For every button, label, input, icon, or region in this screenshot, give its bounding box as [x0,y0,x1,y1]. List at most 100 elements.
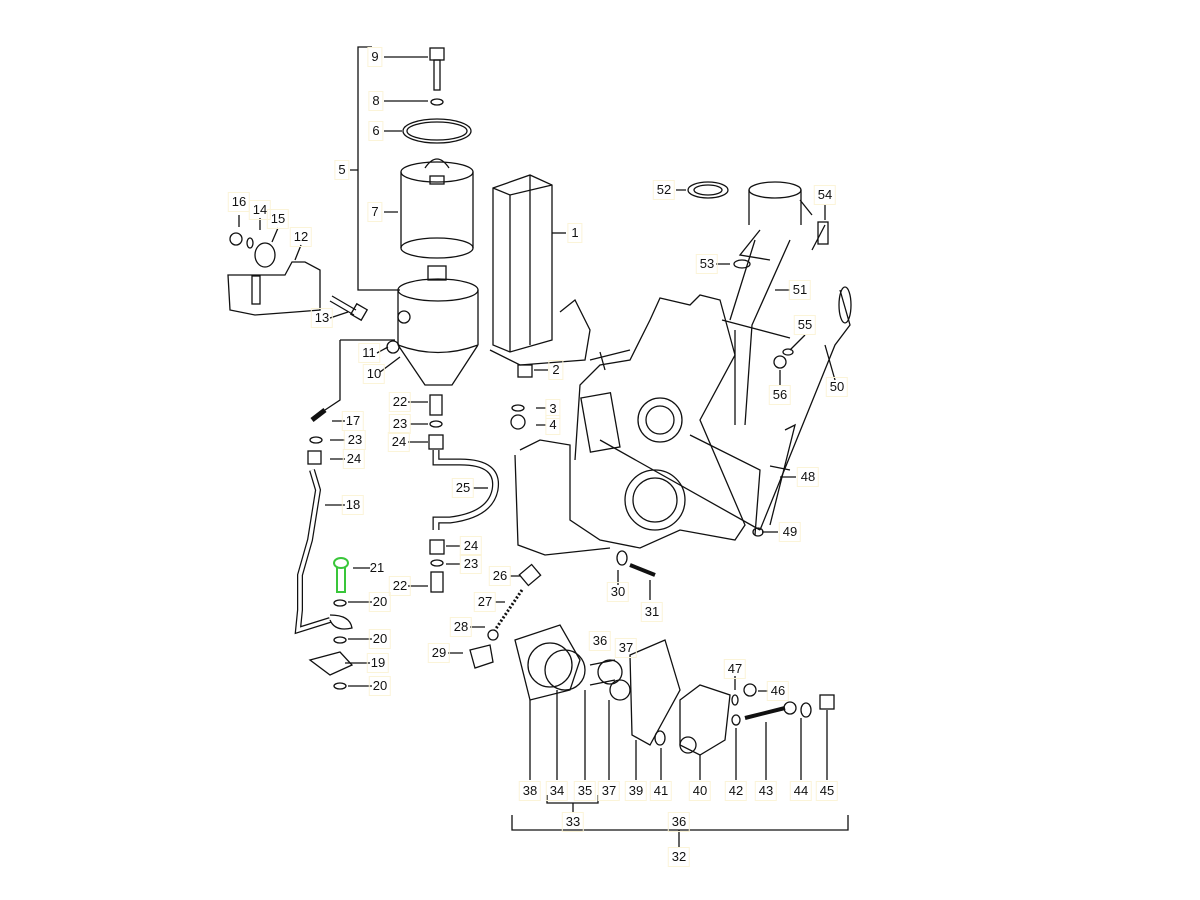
callout-47[interactable]: 47 [723,659,747,679]
callout-54[interactable]: 54 [813,185,837,205]
gasket-part-53 [733,259,751,269]
callout-55[interactable]: 55 [793,315,817,335]
callout-30[interactable]: 30 [606,582,630,602]
nut-part-4 [510,414,526,430]
callout-10[interactable]: 10 [362,364,386,384]
callout-17[interactable]: 17 [341,411,365,431]
callout-34[interactable]: 34 [545,781,569,801]
screw-part-43 [744,706,786,720]
callout-25[interactable]: 25 [451,478,475,498]
bolt-part-13 [329,295,357,316]
washer-part-14 [246,237,254,249]
callout-35[interactable]: 35 [573,781,597,801]
callout-6[interactable]: 6 [368,121,384,141]
callout-33[interactable]: 33 [561,812,585,832]
banjo-bolt-part-21 [333,557,349,593]
callout-39[interactable]: 39 [624,781,648,801]
callout-18[interactable]: 18 [341,495,365,515]
callout-37[interactable]: 37 [597,781,621,801]
callout-9[interactable]: 9 [367,47,383,67]
pin-part-47 [731,694,739,706]
callout-27[interactable]: 27 [473,592,497,612]
nut-part-56 [773,355,787,369]
callout-50[interactable]: 50 [825,377,849,397]
callout-7[interactable]: 7 [367,202,383,222]
callout-19[interactable]: 19 [366,653,390,673]
plug-part-29 [469,644,494,669]
disc-part-15 [254,242,276,268]
callout-41[interactable]: 41 [649,781,673,801]
callout-37[interactable]: 37 [614,638,638,658]
callout-52[interactable]: 52 [652,180,676,200]
callout-23[interactable]: 23 [343,430,367,450]
callout-20[interactable]: 20 [368,592,392,612]
callout-8[interactable]: 8 [368,91,384,111]
callout-16[interactable]: 16 [227,192,251,212]
callout-12[interactable]: 12 [289,227,313,247]
gasket-part-6 [402,118,472,144]
bolt-part-54 [817,221,829,245]
callout-24[interactable]: 24 [342,449,366,469]
nut-part-24c [307,450,322,465]
plunger-part-26 [518,563,542,587]
callout-5[interactable]: 5 [334,160,350,180]
callout-42[interactable]: 42 [724,781,748,801]
callout-23[interactable]: 23 [459,554,483,574]
callout-11[interactable]: 11 [358,343,380,363]
filter-housing-part-10 [386,265,479,386]
callout-49[interactable]: 49 [778,522,802,542]
washer-part-44 [800,702,812,718]
callout-32[interactable]: 32 [667,847,691,867]
callout-51[interactable]: 51 [788,280,812,300]
sender-part-31 [629,563,656,577]
callout-46[interactable]: 46 [766,681,790,701]
callout-20[interactable]: 20 [368,676,392,696]
washer-part-23 [429,420,443,428]
callout-38[interactable]: 38 [518,781,542,801]
callout-44[interactable]: 44 [789,781,813,801]
washer-part-55 [782,348,794,356]
gasket-part-39 [629,639,681,746]
bracket-32 [511,815,849,831]
bracket-part-12 [227,261,321,316]
oil-cooler-part-1 [492,174,566,353]
callout-31[interactable]: 31 [640,602,664,622]
hose-part-18 [294,469,331,635]
bracket-5 [357,46,400,291]
pump-body-part-34 [544,649,616,691]
callout-22[interactable]: 22 [388,392,412,412]
callout-40[interactable]: 40 [688,781,712,801]
callout-24[interactable]: 24 [459,536,483,556]
banjo-fitting-part-19 [308,651,354,676]
callout-22[interactable]: 22 [388,576,412,596]
filter-element-part-7 [400,158,474,259]
callout-36[interactable]: 36 [667,812,691,832]
callout-3[interactable]: 3 [545,399,561,419]
callout-53[interactable]: 53 [695,254,719,274]
gear-part-37 [597,659,631,701]
callout-29[interactable]: 29 [427,643,451,663]
callout-21-selected[interactable]: 21 [369,560,385,575]
callout-48[interactable]: 48 [796,467,820,487]
callout-23[interactable]: 23 [388,414,412,434]
bushing-part-2 [517,364,533,378]
callout-28[interactable]: 28 [449,617,473,637]
callout-2[interactable]: 2 [548,360,564,380]
nut-part-24 [428,434,444,450]
callout-36[interactable]: 36 [588,631,612,651]
callout-26[interactable]: 26 [488,566,512,586]
callout-56[interactable]: 56 [768,385,792,405]
spring-part-27 [493,589,524,631]
callout-4[interactable]: 4 [545,415,561,435]
callout-45[interactable]: 45 [815,781,839,801]
callout-15[interactable]: 15 [266,209,290,229]
callout-1[interactable]: 1 [567,223,583,243]
callout-14[interactable]: 14 [248,200,272,220]
callout-43[interactable]: 43 [754,781,778,801]
washer-part-8 [430,98,444,106]
filler-neck-part-51 [729,181,813,426]
callout-24[interactable]: 24 [387,432,411,452]
callout-20[interactable]: 20 [368,629,392,649]
callout-13[interactable]: 13 [310,308,334,328]
